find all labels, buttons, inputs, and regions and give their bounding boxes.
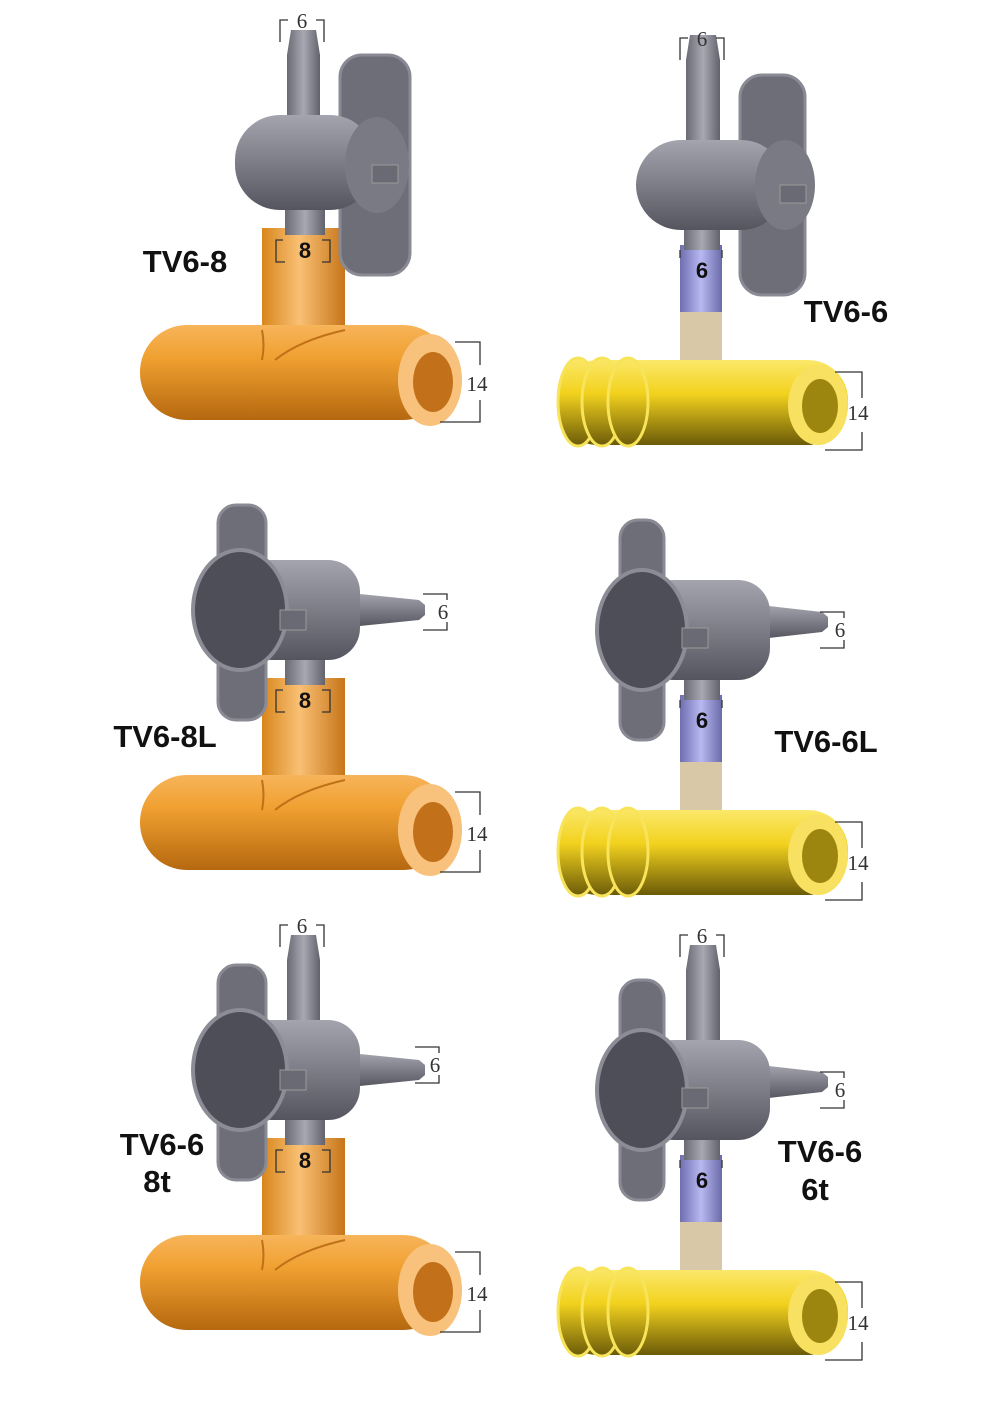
tee-body bbox=[140, 1235, 450, 1330]
main-dimension-bracket bbox=[825, 821, 863, 901]
valve-body bbox=[636, 140, 786, 230]
stem-dimension-bracket bbox=[275, 1149, 331, 1173]
tee-bore bbox=[413, 802, 453, 862]
stem-dimension-bracket bbox=[275, 239, 331, 263]
product-label: TV6-6 bbox=[120, 1127, 204, 1162]
stem-dimension: 6 bbox=[696, 708, 708, 733]
tee-bore bbox=[802, 1289, 838, 1343]
side-outlet-nozzle bbox=[760, 605, 828, 639]
main-dimension: 14 bbox=[848, 1311, 870, 1335]
tee-stem-insert bbox=[680, 762, 722, 817]
main-dimension-bracket bbox=[440, 791, 481, 873]
stem-dimension: 6 bbox=[696, 258, 708, 283]
valve-disc bbox=[595, 568, 689, 692]
stem-dimension: 8 bbox=[299, 238, 311, 263]
side-outlet-dimension: 6 bbox=[430, 1053, 441, 1077]
side-outlet-nozzle bbox=[350, 1053, 425, 1087]
top-outlet-dimension-bracket bbox=[279, 924, 325, 947]
valve-tab bbox=[371, 164, 399, 184]
product-label: 6t bbox=[801, 1172, 829, 1207]
side-outlet-dimension-bracket bbox=[820, 1071, 845, 1109]
tee-stem-tube bbox=[680, 695, 722, 765]
top-outlet-dimension: 6 bbox=[297, 914, 308, 938]
valve-tab bbox=[779, 184, 807, 204]
tee-bore bbox=[802, 379, 838, 433]
valve-disc bbox=[191, 548, 289, 672]
main-dimension: 14 bbox=[467, 1282, 489, 1306]
side-outlet-dimension-bracket bbox=[415, 1046, 440, 1084]
stem-dimension-bracket bbox=[679, 250, 723, 258]
tee-stem-tube bbox=[680, 1155, 722, 1225]
product-tv6-6: 6 6 14 bbox=[556, 27, 870, 451]
tee-stem-insert bbox=[680, 1222, 722, 1277]
stem-dimension: 6 bbox=[696, 1168, 708, 1193]
product-label: TV6-8L bbox=[113, 719, 216, 754]
product-label: TV6-6 bbox=[804, 294, 888, 329]
stem-dimension: 8 bbox=[299, 1148, 311, 1173]
side-outlet-dimension: 6 bbox=[835, 1078, 846, 1102]
valve-tab bbox=[279, 609, 307, 631]
side-outlet-dimension-bracket bbox=[820, 611, 845, 649]
top-outlet-dimension-bracket bbox=[279, 19, 325, 42]
top-outlet-dimension: 6 bbox=[297, 9, 308, 33]
stem-dimension-bracket bbox=[679, 700, 723, 708]
tee-bore bbox=[802, 829, 838, 883]
product-label: TV6-6 bbox=[778, 1134, 862, 1169]
valve-tab bbox=[681, 1087, 709, 1109]
product-label: TV6-6L bbox=[774, 724, 877, 759]
valve-tab bbox=[279, 1069, 307, 1091]
main-dimension-bracket bbox=[825, 371, 863, 451]
main-dimension-bracket bbox=[825, 1281, 863, 1361]
tee-bore bbox=[413, 352, 453, 412]
side-outlet-dimension: 6 bbox=[835, 618, 846, 642]
product-tv6-6l: 6 6 14 bbox=[556, 518, 870, 901]
main-dimension: 14 bbox=[467, 372, 489, 396]
top-outlet-dimension: 6 bbox=[697, 27, 708, 51]
top-outlet-dimension-bracket bbox=[679, 37, 725, 60]
product-label: TV6-8 bbox=[143, 244, 227, 279]
top-outlet-nozzle bbox=[686, 35, 720, 140]
tee-stem-insert bbox=[680, 312, 722, 367]
valve-tab bbox=[681, 627, 709, 649]
top-outlet-nozzle bbox=[287, 935, 320, 1028]
tee-junction bbox=[261, 779, 346, 811]
product-tv6-6-8t: 6 6 8 14 bbox=[140, 914, 488, 1336]
product-tv6-8: 6 8 14 bbox=[140, 9, 488, 426]
top-outlet-nozzle bbox=[287, 30, 320, 118]
product-tv6-8l: 6 8 14 bbox=[140, 503, 489, 876]
top-outlet-dimension: 6 bbox=[697, 924, 708, 948]
barb-ring bbox=[606, 806, 650, 898]
valve-body bbox=[235, 115, 375, 210]
side-outlet-dimension: 6 bbox=[438, 600, 449, 624]
tee-bore bbox=[413, 1262, 453, 1322]
tee-junction bbox=[261, 1239, 346, 1271]
main-dimension: 14 bbox=[848, 851, 870, 875]
main-dimension-bracket bbox=[440, 341, 481, 423]
stem-dimension-bracket bbox=[679, 1160, 723, 1168]
side-outlet-nozzle bbox=[760, 1065, 828, 1099]
main-dimension: 14 bbox=[467, 822, 489, 846]
tee-body bbox=[140, 325, 450, 420]
valve-disc bbox=[191, 1008, 289, 1132]
stem-dimension-bracket bbox=[275, 689, 331, 713]
barb-ring bbox=[606, 1266, 650, 1358]
product-tv6-6-6t: 6 6 6 14 bbox=[556, 924, 870, 1361]
main-dimension-bracket bbox=[440, 1251, 481, 1333]
top-outlet-nozzle bbox=[686, 945, 720, 1050]
tee-junction bbox=[261, 329, 346, 361]
stem-dimension: 8 bbox=[299, 688, 311, 713]
barb-ring bbox=[606, 356, 650, 448]
tee-body bbox=[140, 775, 450, 870]
side-outlet-dimension-bracket bbox=[423, 593, 448, 631]
valve-disc bbox=[595, 1028, 689, 1152]
tee-stem-tube bbox=[680, 245, 722, 315]
side-outlet-nozzle bbox=[350, 593, 425, 627]
top-outlet-dimension-bracket bbox=[679, 934, 725, 957]
main-dimension: 14 bbox=[848, 401, 870, 425]
product-label: 8t bbox=[143, 1164, 171, 1199]
